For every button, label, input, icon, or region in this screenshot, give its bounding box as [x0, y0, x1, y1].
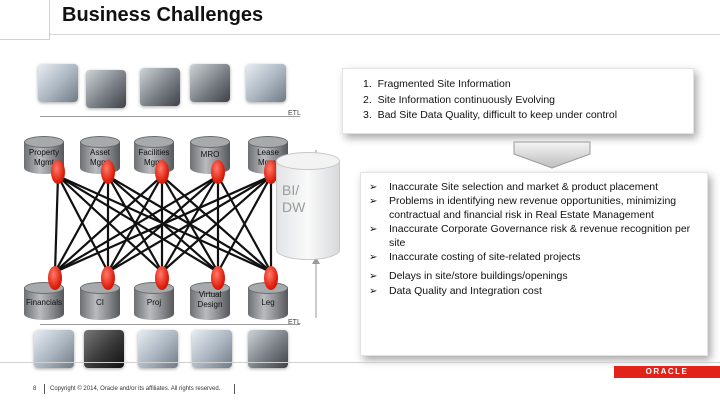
connection-line [54, 175, 163, 273]
oracle-logo: ORACLE [614, 366, 720, 378]
title-bar: Business Challenges [0, 0, 720, 40]
problems-box: 1. Fragmented Site Information 2. Site I… [342, 68, 694, 134]
arrow-bullet-icon: ➢ [369, 271, 378, 283]
connector-dot [155, 160, 169, 184]
system-cylinder-property-mgmt: Property Mgmt [24, 136, 64, 176]
system-cylinder-virtual-design: Virtual Design [190, 282, 230, 322]
etl-top-line [40, 116, 300, 117]
connector-dot [264, 160, 278, 184]
system-label: CI [96, 298, 104, 307]
connector-dot [48, 266, 62, 290]
problem-item: 1. Fragmented Site Information [363, 78, 511, 90]
system-label: Facilities Mgmt [138, 148, 170, 167]
system-label: MRO [200, 150, 220, 159]
etl-bottom-label: ETL [288, 319, 301, 326]
puzzle-piece-icon [248, 330, 288, 368]
impact-item: ➢Inaccurate Corporate Governance risk & … [369, 223, 691, 249]
connector-dot [211, 266, 225, 290]
puzzle-piece-icon [34, 330, 74, 368]
connector-dot [101, 266, 115, 290]
puzzle-piece-icon [140, 68, 180, 106]
impact-item: ➢Problems in identifying new revenue opp… [369, 195, 677, 221]
data-warehouse-label: BI/ DW [282, 182, 306, 215]
system-label: Virtual Design [197, 290, 223, 309]
system-cylinder-financials: Financials [24, 282, 64, 322]
system-cylinder-ci: CI [80, 282, 120, 322]
etl-top-label: ETL [288, 110, 301, 117]
arrow-bullet-icon: ➢ [369, 285, 378, 297]
footer-separator [44, 384, 45, 394]
connection-line [54, 174, 272, 274]
system-label: Leg [261, 298, 275, 307]
problem-item: 3. Bad Site Data Quality, difficult to k… [363, 109, 618, 121]
impacts-box: ➢Inaccurate Site selection and market & … [360, 172, 708, 356]
impacts-list: ➢Inaccurate Site selection and market & … [361, 173, 707, 298]
system-label: Proj [146, 298, 162, 307]
connection-line [54, 175, 219, 273]
connector-dot [51, 160, 65, 184]
connector-dot [264, 266, 278, 290]
footer-separator [234, 384, 235, 394]
page-number: 8 [33, 386, 37, 392]
system-label: Property Mgmt [28, 148, 60, 167]
connector-dot [211, 160, 225, 184]
copyright-text: Copyright © 2014, Oracle and/or its affi… [50, 386, 221, 392]
slide-title: Business Challenges [62, 4, 264, 26]
system-label: Financials [25, 298, 62, 307]
puzzle-piece-icon [38, 64, 78, 102]
puzzle-piece-icon [246, 64, 286, 102]
connection-line [161, 175, 272, 273]
puzzle-piece-icon [86, 70, 126, 108]
impact-item: ➢Inaccurate costing of site-related proj… [369, 251, 581, 264]
problems-list: 1. Fragmented Site Information 2. Site I… [343, 69, 693, 124]
title-rule [50, 34, 720, 35]
down-arrow-icon [513, 141, 591, 169]
data-warehouse-cylinder: BI/ DW [276, 152, 340, 262]
impact-item: ➢Data Quality and Integration cost [369, 284, 542, 297]
footer-rule [0, 362, 720, 363]
connector-dot [155, 266, 169, 290]
puzzle-piece-icon [84, 330, 124, 368]
connection-line [217, 175, 272, 273]
title-accent [0, 0, 50, 40]
connection-line [107, 175, 272, 273]
problem-item: 2. Site Information continuously Evolvin… [363, 93, 556, 106]
arrow-bullet-icon: ➢ [369, 182, 378, 193]
arrow-bullet-icon: ➢ [369, 196, 378, 208]
connector-dot [101, 160, 115, 184]
arrow-bullet-icon: ➢ [369, 252, 378, 264]
connection-line [53, 175, 60, 273]
puzzle-piece-icon [192, 330, 232, 368]
puzzle-piece-icon [190, 64, 230, 102]
impact-item: ➢Inaccurate Site selection and market & … [369, 181, 659, 193]
system-label: Asset Mgmt [89, 148, 110, 167]
connection-line [57, 175, 109, 273]
etl-bottom-line [40, 324, 300, 325]
connection-line [54, 175, 109, 273]
impact-item: ➢Delays in site/store buildings/openings [369, 270, 568, 283]
arrow-bullet-icon: ➢ [369, 224, 378, 236]
puzzle-piece-icon [138, 330, 178, 368]
system-cylinder-proj: Proj [134, 282, 174, 322]
